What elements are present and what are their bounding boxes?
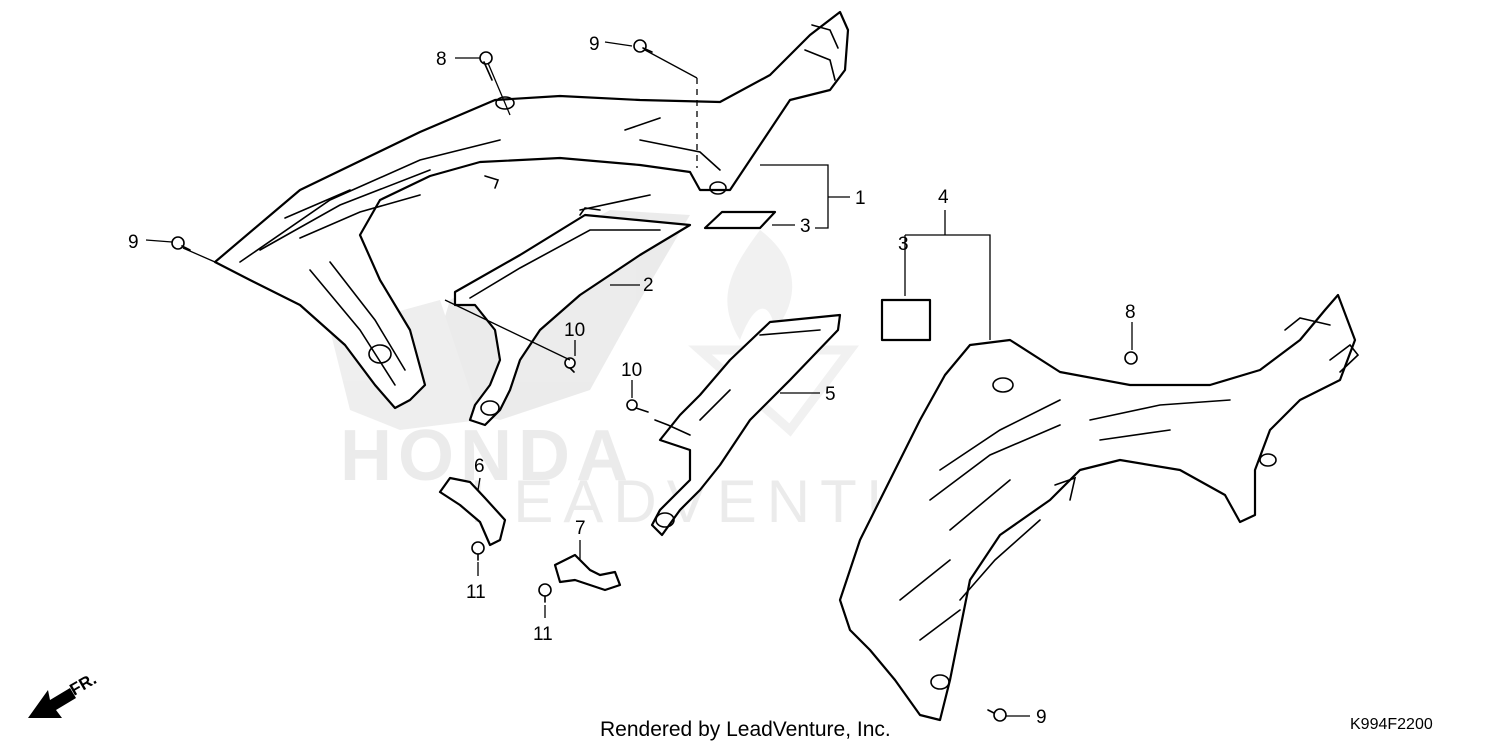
diagram-code: K994F2200 [1350, 716, 1433, 733]
leader-lines [145, 41, 1133, 717]
callout-9-upper: 9 [589, 34, 600, 55]
callout-1: 1 [855, 188, 866, 209]
bolt-10-left-icon [564, 357, 576, 373]
callout-10-right: 10 [621, 360, 642, 381]
part-5-lower-cover [650, 313, 842, 537]
callout-3-left: 3 [800, 216, 811, 237]
bolt-8-upper-icon [479, 51, 493, 81]
footer-credit: Rendered by LeadVenture, Inc. [600, 718, 891, 741]
front-direction-indicator: FR. [28, 669, 100, 718]
bolt-9-upper-icon [633, 39, 653, 53]
part-1-left-side-cover [213, 10, 850, 410]
callout-11-left: 11 [466, 582, 486, 603]
part-6-stay [438, 476, 507, 547]
part-4-right-side-cover [838, 293, 1360, 722]
bolt-8-right-icon [1124, 351, 1138, 365]
bolt-10-right-icon [626, 399, 649, 413]
part-7-bracket [553, 553, 622, 592]
callout-3-right: 3 [898, 234, 909, 255]
bolt-11-right-icon [538, 583, 552, 603]
callout-11-right: 11 [533, 624, 553, 645]
callout-2: 2 [643, 275, 654, 296]
part-2-inner-bracket [453, 207, 692, 427]
callout-10-left: 10 [564, 320, 585, 341]
callout-8-upper: 8 [436, 49, 447, 70]
callouts: 8 9 9 1 3 4 3 2 10 10 5 8 6 7 11 11 9 [128, 34, 1136, 728]
callout-5: 5 [825, 384, 836, 405]
callout-4: 4 [938, 187, 949, 208]
bolt-11-left-icon [471, 541, 485, 561]
bolt-9-lower-icon [987, 708, 1007, 722]
flame-logo-icon [727, 230, 793, 340]
callout-9-left: 9 [128, 232, 139, 253]
direction-arrow-icon [28, 688, 76, 718]
bolt-9-left-icon [171, 236, 191, 251]
callout-9-lower: 9 [1036, 707, 1047, 728]
callout-7: 7 [575, 518, 586, 539]
callout-6: 6 [474, 456, 485, 477]
watermark-brand: HONDA [340, 416, 634, 496]
part-3-pad-a [703, 210, 777, 230]
part-3-pad-b [880, 298, 932, 342]
callout-8-right: 8 [1125, 302, 1136, 323]
